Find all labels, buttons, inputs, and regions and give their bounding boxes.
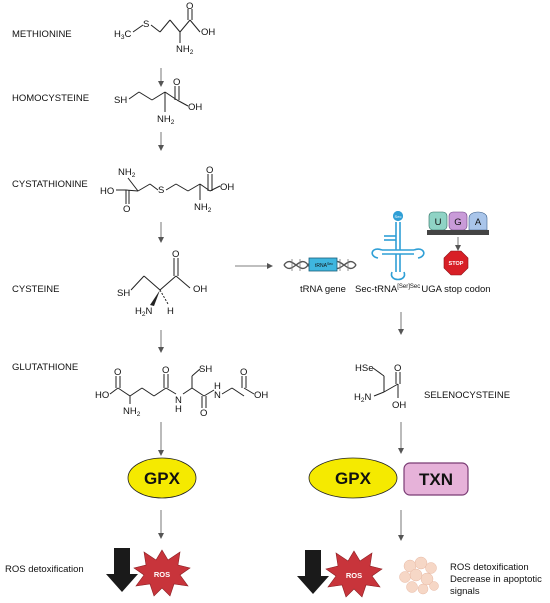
atom-oh: OH xyxy=(193,284,207,295)
atom-nh2: NH2 xyxy=(157,114,175,126)
atom-sh: SH xyxy=(114,95,127,106)
label-methionine: METHIONINE xyxy=(12,29,72,40)
atom-o: O xyxy=(173,77,180,88)
ros-burst-icon-left xyxy=(133,549,191,597)
atom-oh: OH xyxy=(254,390,268,401)
atom-nh2: NH2 xyxy=(123,406,141,418)
gpx-right-ellipse xyxy=(308,457,398,499)
atom-ho: HO xyxy=(95,390,109,401)
label-apoptotic: Decrease in apoptotic xyxy=(450,574,542,585)
ros-left-label: ROS xyxy=(154,570,170,579)
wedge-bond xyxy=(150,290,160,306)
txn-box xyxy=(403,462,469,496)
label-uga-stop: UGA stop codon xyxy=(421,284,490,295)
sec-badge xyxy=(393,211,403,221)
atom-s: S xyxy=(143,19,149,30)
atom-o: O xyxy=(240,367,247,378)
label-trna-gene: tRNA gene xyxy=(300,284,346,295)
atom-h2n: H2N xyxy=(354,392,372,404)
label-sec-trna: Sec-tRNA[Ser]Sec xyxy=(355,284,420,295)
atom-h2n: H2N xyxy=(135,306,153,318)
atom-nh2: NH2 xyxy=(176,44,194,56)
label-cysteine: CYSTEINE xyxy=(12,284,60,295)
methionine-structure: H3C S O OH NH2 xyxy=(114,1,215,56)
sec-trna-icon xyxy=(371,211,425,281)
atom-oh: OH xyxy=(188,102,202,113)
label-ros-detox-left: ROS detoxification xyxy=(5,564,84,575)
atom-n: N xyxy=(214,390,221,401)
glutathione-structure: HO O NH2 O N H SH O N H O OH xyxy=(95,364,268,419)
cystathionine-structure: NH2 HO O S O OH NH2 xyxy=(100,165,234,215)
label-selenocysteine: SELENOCYSTEINE xyxy=(424,390,510,401)
ros-right-label: ROS xyxy=(346,571,362,580)
trna-box-label: tRNASec xyxy=(315,262,333,269)
homocysteine-structure: SH O OH NH2 xyxy=(114,77,202,126)
down-arrow-icon-right xyxy=(297,550,329,594)
down-arrow-icon-left xyxy=(106,548,138,592)
uga-codon-icon xyxy=(427,211,489,235)
atom-o: O xyxy=(200,408,207,419)
cell-cluster-icon xyxy=(399,556,439,595)
gpx-left-label: GPX xyxy=(144,469,181,488)
atom-oh: OH xyxy=(392,400,406,411)
atom-sh: SH xyxy=(199,364,212,375)
stop-sign-icon xyxy=(443,250,469,276)
sec-badge-label: Sec xyxy=(395,214,402,219)
trna-box xyxy=(308,257,338,272)
gpx-left-ellipse xyxy=(127,457,197,499)
atom-o: O xyxy=(186,1,193,12)
atom-o: O xyxy=(123,204,130,215)
label-signals: signals xyxy=(450,586,480,597)
atom-hse: HSe xyxy=(355,363,373,374)
atom-h3c: H3C xyxy=(114,29,132,41)
atom-ho: HO xyxy=(100,186,114,197)
atom-n-h: H xyxy=(214,381,221,392)
atom-n-h: H xyxy=(175,404,182,415)
label-ros-detox-right: ROS detoxification xyxy=(450,562,529,573)
codon-u: U xyxy=(435,217,442,228)
codon-g: G xyxy=(454,217,461,228)
atom-o: O xyxy=(394,363,401,374)
atom-o: O xyxy=(172,249,179,260)
label-glutathione: GLUTATHIONE xyxy=(12,362,78,373)
atom-oh: OH xyxy=(201,27,215,38)
atom-nh2: NH2 xyxy=(118,167,136,179)
atom-oh: OH xyxy=(220,182,234,193)
stop-sign-label: STOP xyxy=(449,261,464,267)
ros-burst-icon-right xyxy=(325,550,383,598)
label-homocysteine: HOMOCYSTEINE xyxy=(12,93,89,104)
atom-n: N xyxy=(175,395,182,406)
atom-s: S xyxy=(158,185,164,196)
selenocysteine-structure: HSe O OH H2N xyxy=(354,363,406,411)
atom-h: H xyxy=(167,306,174,317)
atom-o: O xyxy=(114,367,121,378)
atom-o: O xyxy=(162,365,169,376)
label-cystathionine: CYSTATHIONINE xyxy=(12,179,88,190)
atom-o: O xyxy=(206,165,213,176)
txn-label: TXN xyxy=(419,470,453,489)
atom-nh2: NH2 xyxy=(194,202,212,214)
atom-sh: SH xyxy=(117,288,130,299)
gpx-right-label: GPX xyxy=(335,469,372,488)
codon-a: A xyxy=(475,217,482,228)
cysteine-structure: SH O OH H2N H xyxy=(117,249,207,318)
